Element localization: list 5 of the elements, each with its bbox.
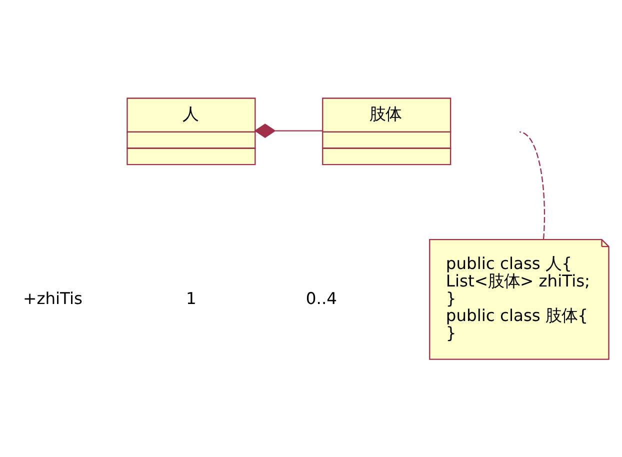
label: +zhiTis bbox=[23, 288, 83, 308]
connector bbox=[254, 124, 322, 138]
label: 0..4 bbox=[306, 288, 337, 308]
connector bbox=[519, 131, 546, 240]
label: 1 bbox=[186, 288, 196, 308]
